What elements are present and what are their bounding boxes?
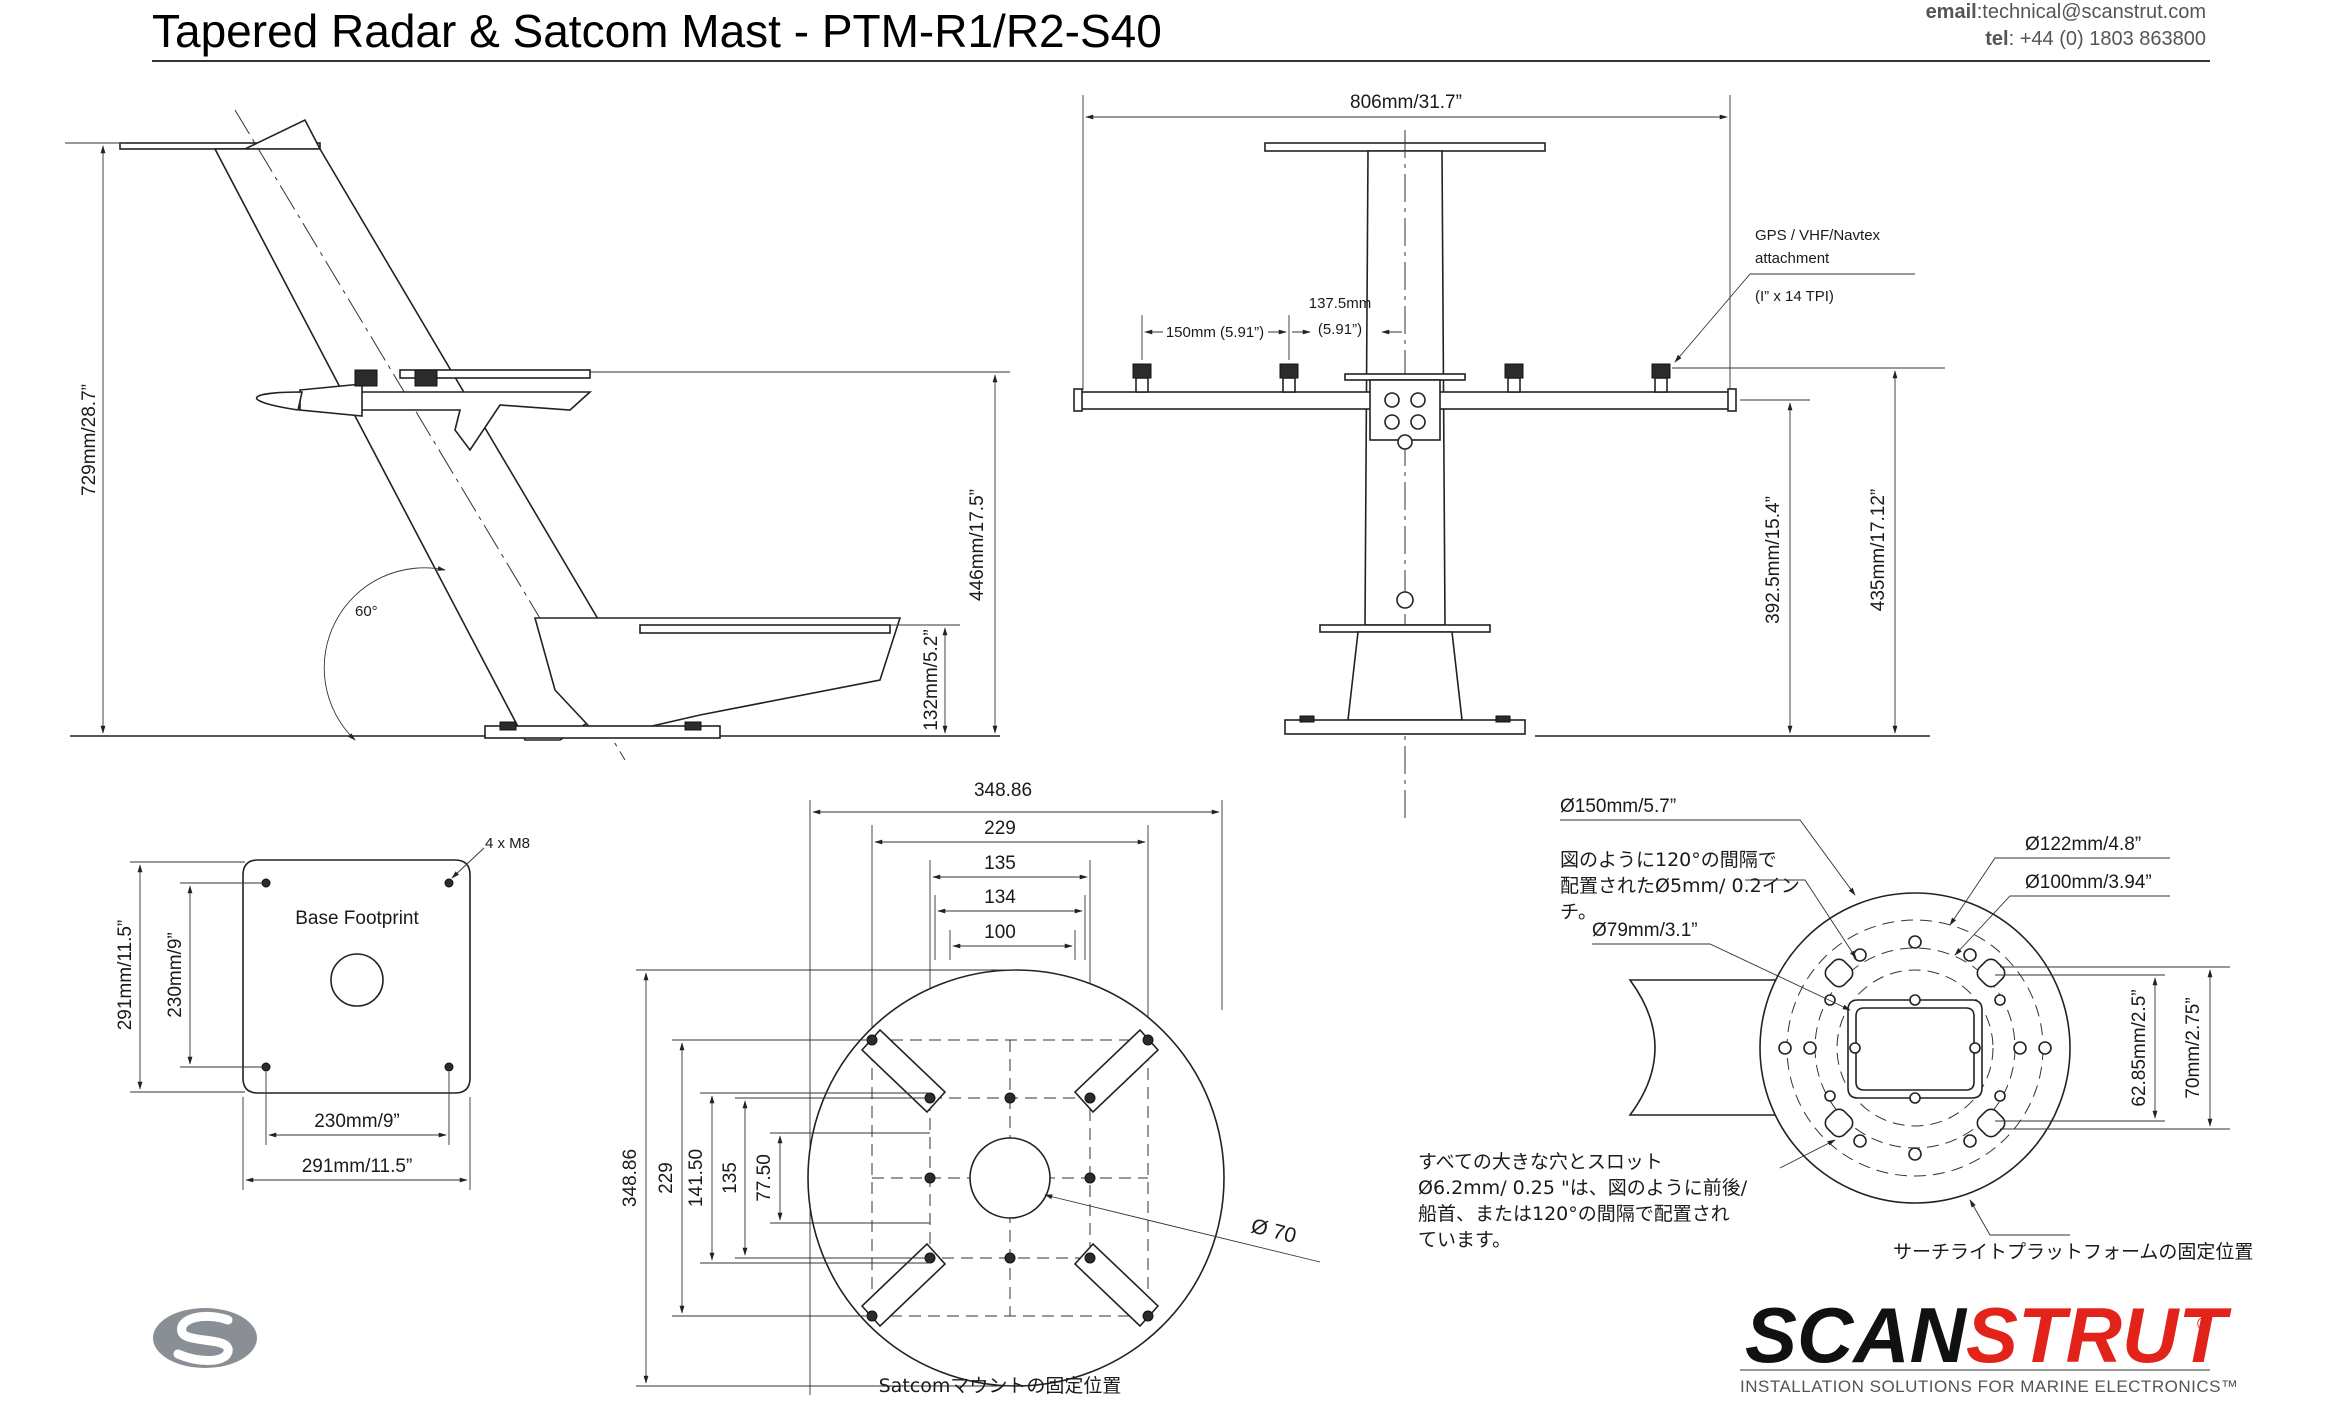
mast-base-foot — [533, 617, 902, 739]
hole-note-line1: 図のように120°の間隔で — [1560, 849, 1777, 871]
gps-thread-label: (I” x 14 TPI) — [1755, 288, 1834, 305]
slot-note-line2: Ø6.2mm/ 0.25 "は、図のように前後/ — [1418, 1177, 1748, 1199]
satcom-dim-left-3: 141.50 — [686, 1149, 707, 1207]
searchlight-holes — [1778, 935, 2052, 1161]
gps-label-line2: attachment — [1755, 250, 1830, 267]
tel-line: tel: +44 (0) 1803 863800 — [1985, 28, 2206, 50]
front-height-total: 435mm/17.12” — [1868, 489, 1889, 612]
base-inner-width: 230mm/9” — [314, 1111, 400, 1132]
side-height-total: 729mm/28.7” — [79, 384, 100, 496]
satcom-dim-top-2: 229 — [984, 818, 1016, 839]
base-outer-width: 291mm/11.5” — [302, 1156, 413, 1177]
searchlight-height-inner: 62.85mm/2.5” — [2129, 989, 2150, 1106]
tel-label: tel — [1985, 28, 2008, 50]
slot-note-line1: すべての大きな穴とスロット — [1418, 1151, 1663, 1173]
side-view: 60° 729mm/28.7” 446mm/17.5” 132mm/5.2” — [65, 109, 1010, 761]
drawing-title: Tapered Radar & Satcom Mast - PTM-R1/R2-… — [152, 5, 1162, 57]
base-plate — [484, 725, 721, 739]
searchlight-arm — [1628, 979, 1791, 1116]
searchlight-slots — [1824, 958, 2006, 1138]
satcom-dim-top-3: 135 — [984, 853, 1016, 874]
satcom-dim-left-1: 348.86 — [620, 1149, 641, 1207]
front-spacing-center-bottom: (5.91”) — [1318, 321, 1362, 338]
searchlight-height-outer: 70mm/2.75” — [2183, 997, 2204, 1098]
slot-note-line3: 船首、または120°の間隔で配置され — [1418, 1203, 1730, 1225]
searchlight-plate-view: Ø150mm/5.7” Ø122mm/4.8” Ø100mm/3.94” Ø79… — [1418, 796, 2253, 1263]
satcom-dim-top-1: 348.86 — [974, 780, 1032, 801]
brand-wordmark: SCANSTRUT — [1745, 1291, 2232, 1379]
gps-label-line1: GPS / VHF/Navtex — [1755, 227, 1881, 244]
satcom-dim-left-2: 229 — [656, 1162, 677, 1194]
front-spacing-center-top: 137.5mm — [1309, 295, 1372, 312]
scanstrut-s-logo-icon — [153, 1308, 257, 1368]
searchlight-caption: サーチライトプラットフォームの固定位置 — [1893, 1241, 2253, 1263]
front-width-total: 806mm/31.7” — [1350, 92, 1462, 113]
tel-value[interactable]: : +44 (0) 1803 863800 — [2009, 28, 2206, 50]
satcom-plate-view: 348.86 229 135 134 100 Ø 70 — [620, 780, 1321, 1397]
base-outer-height: 291mm/11.5” — [115, 920, 136, 1031]
brand-registered-mark: ® — [2197, 1314, 2210, 1334]
base-inner-height: 230mm/9” — [165, 932, 186, 1018]
email-label: email — [1926, 1, 1977, 23]
side-height-arm: 446mm/17.5” — [967, 489, 988, 601]
front-base-plate — [1284, 719, 1526, 735]
satcom-center-hole — [969, 1137, 1051, 1219]
searchlight-d122: Ø122mm/4.8” — [2025, 834, 2141, 855]
satcom-caption: Satcomマウントの固定位置 — [879, 1375, 1122, 1397]
front-spacing-outer: 150mm (5.91”) — [1166, 324, 1264, 341]
brand-tagline: INSTALLATION SOLUTIONS FOR MARINE ELECTR… — [1740, 1377, 2238, 1396]
satcom-dim-top-5: 100 — [984, 922, 1016, 943]
satcom-dim-left-5: 77.50 — [754, 1154, 775, 1202]
base-footprint-title: Base Footprint — [295, 908, 419, 929]
header: Tapered Radar & Satcom Mast - PTM-R1/R2-… — [152, 1, 2210, 62]
searchlight-d79: Ø79mm/3.1” — [1592, 920, 1698, 941]
base-footprint-view: Base Footprint 4 x M8 291mm/11.5” 230mm/… — [115, 835, 530, 1190]
satcom-dim-top-4: 134 — [984, 887, 1016, 908]
satcom-slots — [860, 1028, 1160, 1328]
hole-note-line3: チ。 — [1560, 901, 1597, 923]
satcom-dim-left-4: 135 — [720, 1162, 741, 1194]
hole-note-line2: 配置されたØ5mm/ 0.2イン — [1560, 875, 1800, 897]
email-value[interactable]: :technical@scanstrut.com — [1977, 1, 2206, 23]
slot-note-line4: ています。 — [1418, 1229, 1511, 1251]
scanstrut-brand: SCANSTRUT ® INSTALLATION SOLUTIONS FOR M… — [1740, 1291, 2238, 1396]
email-line: email:technical@scanstrut.com — [1926, 1, 2206, 23]
base-center-hole — [330, 953, 384, 1007]
angle-label: 60° — [355, 603, 378, 620]
searchlight-d100: Ø100mm/3.94” — [2025, 872, 2152, 893]
satcom-diameter: Ø 70 — [1249, 1215, 1299, 1248]
front-view: 806mm/31.7” 150mm (5.91”) — [1073, 92, 1945, 820]
side-height-base: 132mm/5.2” — [921, 629, 942, 730]
searchlight-d150: Ø150mm/5.7” — [1560, 796, 1676, 817]
bolt-callout: 4 x M8 — [485, 835, 530, 852]
front-height-arm: 392.5mm/15.4” — [1763, 496, 1784, 624]
